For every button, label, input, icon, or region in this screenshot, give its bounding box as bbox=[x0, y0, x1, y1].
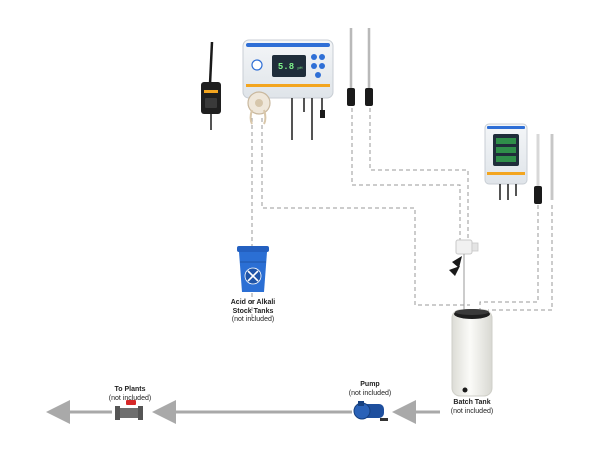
display-value: 5.8 bbox=[278, 62, 294, 72]
monitor-reading-1 bbox=[496, 138, 516, 144]
doser-tubing bbox=[249, 109, 267, 125]
bucket-x-mark bbox=[247, 270, 259, 282]
tank-outlet bbox=[462, 387, 468, 393]
controller-probes bbox=[347, 28, 373, 106]
pump bbox=[353, 401, 388, 421]
antenna bbox=[208, 41, 214, 85]
sensor-panel bbox=[205, 98, 217, 108]
sensor-led bbox=[204, 90, 218, 93]
wireless-sensor bbox=[201, 41, 221, 130]
probe-2-cap bbox=[365, 88, 373, 106]
probe-line-2 bbox=[369, 108, 469, 240]
controller-screen bbox=[272, 55, 306, 77]
valve-handle bbox=[126, 400, 136, 405]
controller-top-strip bbox=[246, 43, 330, 47]
plants-title: To Plants bbox=[114, 386, 146, 393]
valve-left-union bbox=[115, 406, 120, 420]
stock-title-line1: Acid or Alkali bbox=[230, 299, 276, 306]
secondary-monitor bbox=[484, 123, 554, 204]
monitor-probe-1-cap bbox=[534, 186, 542, 204]
tank-soil bbox=[455, 309, 489, 315]
plants-note: (not included) bbox=[108, 394, 152, 402]
probe-line-1 bbox=[351, 108, 461, 240]
pump-note: (not included) bbox=[348, 389, 392, 397]
stock-note: (not included) bbox=[231, 316, 275, 323]
monitor-probe-line-1 bbox=[479, 205, 539, 310]
monitor-probe-line-2 bbox=[488, 205, 553, 311]
batch-title: Batch Tank bbox=[453, 399, 491, 406]
stock-tank-bucket bbox=[237, 246, 269, 292]
controller-button-1[interactable] bbox=[311, 54, 317, 60]
batch-note: (not included) bbox=[450, 407, 494, 415]
monitor-reading-3 bbox=[496, 156, 516, 162]
controller-accent-strip bbox=[246, 84, 330, 87]
batch-tank bbox=[451, 309, 493, 397]
controller-logo-icon bbox=[251, 59, 263, 71]
monitor-accent-strip bbox=[487, 172, 525, 175]
stock-title-line2: Stock Tanks bbox=[232, 307, 274, 315]
valve bbox=[115, 400, 143, 420]
holder-body bbox=[455, 239, 473, 255]
pump-label: Pump (not included) bbox=[334, 381, 406, 398]
doser-pump-rotor bbox=[255, 99, 263, 107]
tank-body bbox=[451, 309, 493, 397]
display-unit: pH bbox=[297, 65, 302, 70]
batch-tank-label: Batch Tank (not included) bbox=[436, 399, 508, 416]
dashed-connections bbox=[251, 108, 553, 318]
controller-button-3[interactable] bbox=[311, 63, 317, 69]
valve-body bbox=[118, 408, 140, 418]
controller-button-2[interactable] bbox=[319, 54, 325, 60]
valve-right-union bbox=[138, 406, 143, 420]
stock-tank-label: Acid or Alkali Stock Tanks (not included… bbox=[212, 299, 294, 325]
pump-outlet bbox=[358, 401, 364, 406]
controller-button-5[interactable] bbox=[315, 72, 321, 78]
probe-1-cap bbox=[347, 88, 355, 106]
pump-base bbox=[380, 418, 388, 421]
power-plug bbox=[320, 110, 325, 118]
bucket-lid bbox=[237, 246, 269, 252]
monitor-top-strip bbox=[487, 126, 525, 129]
main-controller: 5.8 pH bbox=[242, 39, 334, 140]
controller-button-4[interactable] bbox=[319, 63, 325, 69]
pump-title: Pump bbox=[360, 381, 380, 388]
holder-arm bbox=[471, 242, 479, 252]
holder-clamp-icon bbox=[449, 256, 462, 276]
doser-to-stock-line-2 bbox=[261, 118, 470, 306]
probe-holder bbox=[449, 239, 479, 310]
plants-label: To Plants (not included) bbox=[94, 386, 166, 403]
monitor-reading-2 bbox=[496, 147, 516, 153]
